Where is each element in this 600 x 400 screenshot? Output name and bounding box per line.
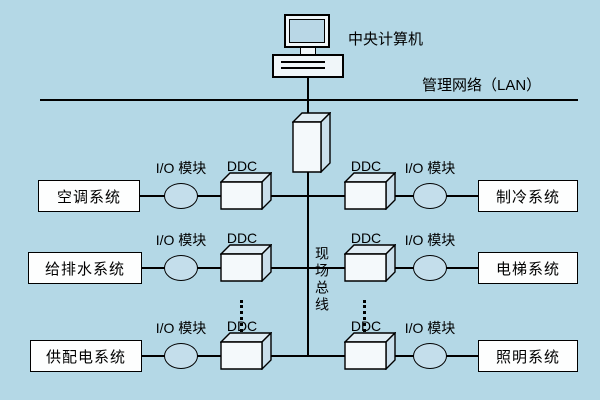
computer-icon <box>272 14 344 78</box>
gateway-box <box>292 112 331 173</box>
monitor-screen <box>289 19 325 43</box>
ddc-label: DDC <box>226 158 258 174</box>
row-connector-line <box>140 267 480 269</box>
monitor <box>284 14 330 48</box>
ddc-box <box>344 332 396 370</box>
io-module-label: I/O 模块 <box>155 320 207 336</box>
row-connector-line <box>140 195 480 197</box>
ddc-label: DDC <box>226 230 258 246</box>
ddc-box <box>220 244 272 282</box>
ddc-label: DDC <box>350 230 382 246</box>
central-computer-label: 中央计算机 <box>348 31 424 48</box>
lan-line <box>40 99 578 101</box>
ddc-box <box>220 172 272 210</box>
system-box-refrigeration: 制冷系统 <box>478 180 578 212</box>
ddc-label: DDC <box>350 318 382 334</box>
system-box-power-distribution: 供配电系统 <box>30 340 142 372</box>
system-box-lighting: 照明系统 <box>478 340 578 372</box>
io-module-ellipse <box>164 343 198 369</box>
lan-label: 管理网络（LAN） <box>422 77 542 94</box>
row-connector-line <box>140 355 480 357</box>
io-module-ellipse <box>164 255 198 281</box>
bus-line <box>307 78 309 357</box>
system-box-water-supply: 给排水系统 <box>28 252 142 284</box>
io-module-label: I/O 模块 <box>404 232 456 248</box>
io-module-ellipse <box>413 255 447 281</box>
ellipsis-dots <box>363 300 366 338</box>
ellipsis-dots <box>240 300 243 338</box>
ddc-box <box>344 244 396 282</box>
io-module-label: I/O 模块 <box>404 320 456 336</box>
io-module-label: I/O 模块 <box>155 160 207 176</box>
computer-case <box>272 54 344 78</box>
io-module-ellipse <box>413 343 447 369</box>
io-module-ellipse <box>164 183 198 209</box>
io-module-label: I/O 模块 <box>155 232 207 248</box>
bus-label: 现场总线 <box>314 246 330 314</box>
case-slot <box>281 67 325 69</box>
system-box-air-conditioning: 空调系统 <box>38 180 140 212</box>
ddc-label: DDC <box>350 158 382 174</box>
io-module-label: I/O 模块 <box>404 160 456 176</box>
ddc-label: DDC <box>226 318 258 334</box>
io-module-ellipse <box>413 183 447 209</box>
ddc-box <box>344 172 396 210</box>
ddc-box <box>220 332 272 370</box>
case-slot <box>281 61 325 63</box>
system-box-elevator: 电梯系统 <box>478 252 578 284</box>
